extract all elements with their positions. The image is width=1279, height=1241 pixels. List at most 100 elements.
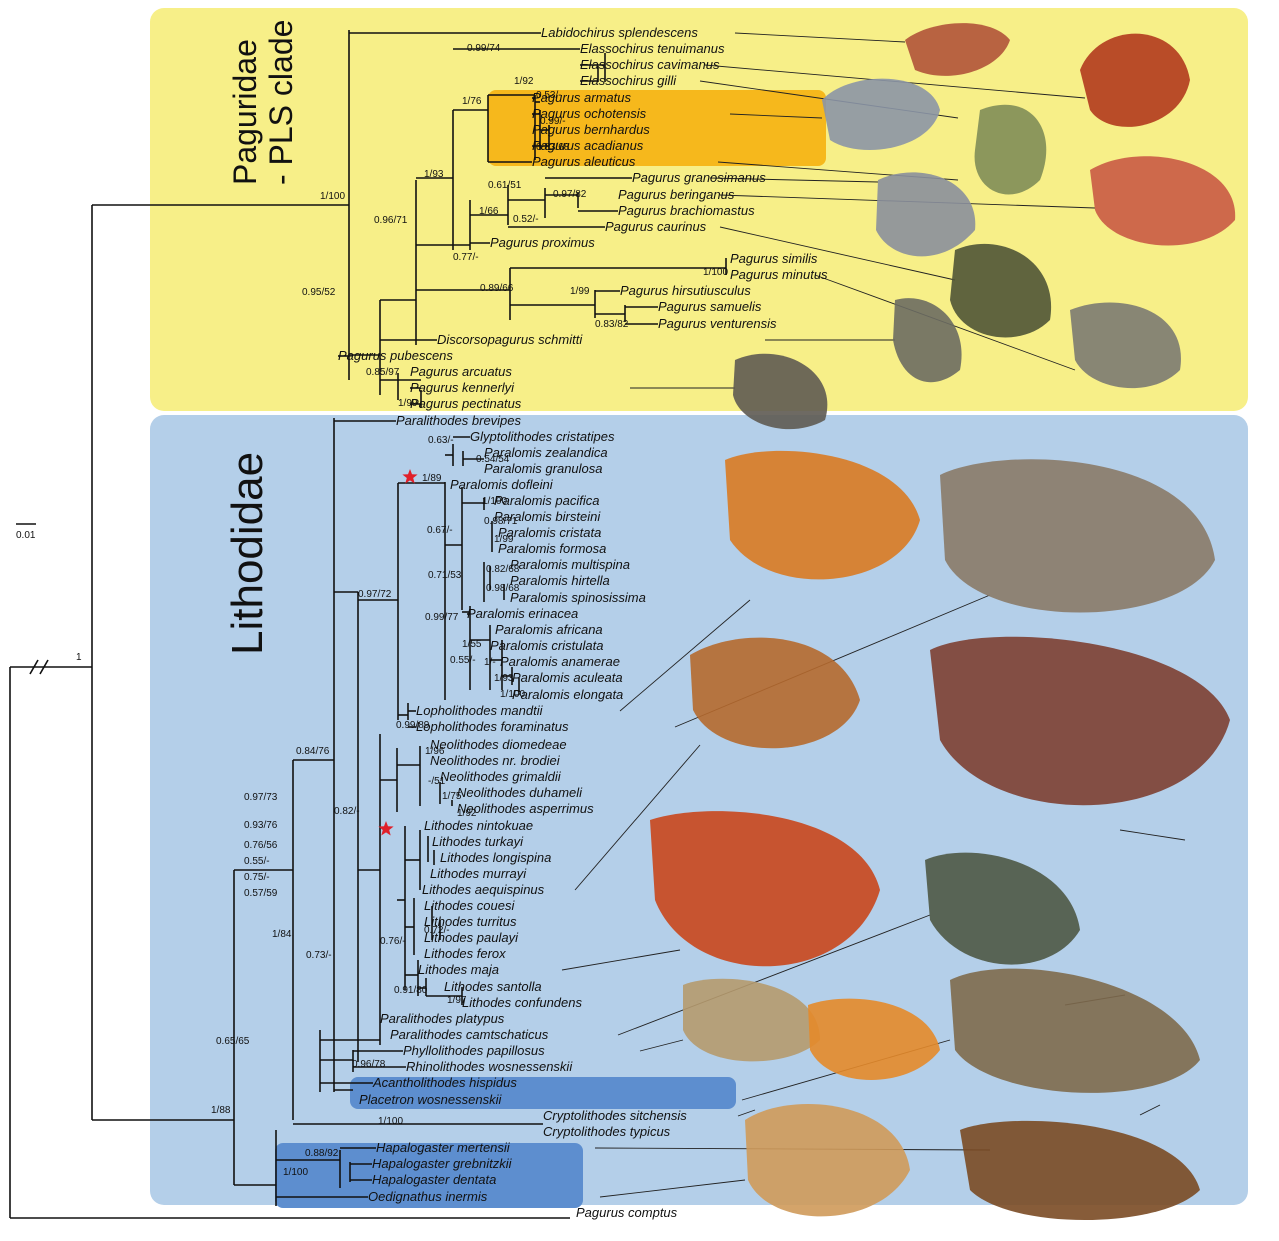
support-value: 0.67/- <box>427 525 453 536</box>
support-value: 0.76/56 <box>244 840 278 851</box>
support-value: 0.54/54 <box>476 454 510 465</box>
taxon-lithodes-nintokuae: Lithodes nintokuae <box>424 818 533 833</box>
taxon-pagurus-caurinus: Pagurus caurinus <box>605 219 707 234</box>
taxon-paralomis-elongata: Paralomis elongata <box>512 687 623 702</box>
taxon-lithodes-paulayi: Lithodes paulayi <box>424 930 519 945</box>
specimen-photos <box>650 23 1236 1220</box>
support-value: 1/100 <box>283 1167 308 1178</box>
scale-bar-label: 0.01 <box>16 530 36 541</box>
taxon-pagurus-pubescens: Pagurus pubescens <box>338 348 453 363</box>
root-break-mark <box>39 659 49 675</box>
support-value: 0.97/82 <box>553 189 587 200</box>
taxon-phyllolithodes-papillosus: Phyllolithodes papillosus <box>403 1043 545 1058</box>
paralithodes-photo <box>930 636 1230 806</box>
taxon-pagurus-samuelis: Pagurus samuelis <box>658 299 762 314</box>
taxon-paralomis-formosa: Paralomis formosa <box>498 541 606 556</box>
support-value: 1 <box>76 652 82 663</box>
root-break-mark <box>29 659 39 675</box>
support-value: 1/92 <box>514 76 534 87</box>
leader-line <box>617 914 931 1036</box>
support-value: 0.97/72 <box>358 589 392 600</box>
support-value: 1/75 <box>442 791 462 802</box>
leader-line <box>1139 1104 1161 1116</box>
taxon-pagurus-bernhardus: Pagurus bernhardus <box>532 122 650 137</box>
taxon-cryptolithodes-sitchensis: Cryptolithodes sitchensis <box>543 1108 687 1123</box>
support-value: 1/66 <box>479 206 499 217</box>
support-value: 0.55/- <box>244 856 270 867</box>
support-value: 0.88/92 <box>305 1148 339 1159</box>
taxon-lithodes-couesi: Lithodes couesi <box>424 898 515 913</box>
taxon-paralithodes-camtschaticus: Paralithodes camtschaticus <box>390 1027 549 1042</box>
hapalogaster-group-highlight <box>275 1143 583 1208</box>
support-value: 0.63/- <box>428 435 454 446</box>
elassochirus-photo <box>1080 33 1190 127</box>
taxon-labidochirus-splendescens: Labidochirus splendescens <box>541 25 698 40</box>
taxon-pagurus-minutus: Pagurus minutus <box>730 267 828 282</box>
support-value: 1/92 <box>457 808 477 819</box>
taxon-oedignathus-inermis: Oedignathus inermis <box>368 1189 488 1204</box>
taxon-pagurus-aleuticus: Pagurus aleuticus <box>532 154 636 169</box>
support-value: 1/89 <box>422 473 442 484</box>
support-value: 1/99 <box>398 398 418 409</box>
taxon-lithodes-longispina: Lithodes longispina <box>440 850 551 865</box>
support-value: 1/93 <box>494 673 514 684</box>
taxon-hapalogaster-dentata: Hapalogaster dentata <box>372 1172 496 1187</box>
oedignathus-photo <box>745 1104 910 1217</box>
support-value: 1/- <box>484 657 496 668</box>
support-value: 0.75/- <box>244 872 270 883</box>
leader-line <box>574 744 701 891</box>
support-value: 0.61/51 <box>488 180 522 191</box>
leader-line <box>639 1039 684 1052</box>
taxon-pagurus-armatus: Pagurus armatus <box>532 90 631 105</box>
pagurus-aleuticus-photo <box>974 104 1047 195</box>
support-value: 0.84/76 <box>296 746 330 757</box>
support-value: 0.82/68 <box>486 564 520 575</box>
support-value: 1/76 <box>462 96 482 107</box>
taxon-neolithodes-nr-brodiei: Neolithodes nr. brodiei <box>430 753 561 768</box>
pagurus-beringanus-photo <box>1090 156 1236 246</box>
support-value: 1/100 <box>320 191 345 202</box>
support-value: 1/88 <box>211 1105 231 1116</box>
taxon-cryptolithodes-typicus: Cryptolithodes typicus <box>543 1124 671 1139</box>
support-value: 0.93/76 <box>244 820 278 831</box>
taxon-paralithodes-brevipes: Paralithodes brevipes <box>396 413 522 428</box>
leader-line <box>737 1109 756 1117</box>
taxon-paralomis-zealandica: Paralomis zealandica <box>484 445 608 460</box>
taxon-pagurus-arcuatus: Pagurus arcuatus <box>410 364 512 379</box>
pagurus-hirsutiusculus-photo <box>1070 302 1181 389</box>
support-value: 0.73/- <box>306 950 332 961</box>
lopholithodes-photo <box>940 459 1215 613</box>
taxon-lithodes-maja: Lithodes maja <box>418 962 499 977</box>
taxon-neolithodes-grimaldii: Neolithodes grimaldii <box>440 769 562 784</box>
taxon-lithodes-confundens: Lithodes confundens <box>462 995 582 1010</box>
pagurus-caurinus-photo <box>950 243 1052 338</box>
taxon-elassochirus-cavimanus: Elassochirus cavimanus <box>580 57 720 72</box>
taxon-pagurus-comptus: Pagurus comptus <box>576 1205 678 1220</box>
support-value: 0.98/68 <box>486 583 520 594</box>
red-star-marker <box>378 821 394 836</box>
leader-line <box>729 113 823 119</box>
taxon-pagurus-pectinatus: Pagurus pectinatus <box>410 396 522 411</box>
support-value: 0.99/74 <box>467 43 501 54</box>
paralomis-photo <box>725 450 920 580</box>
support-value: 1/97 <box>447 995 467 1006</box>
taxon-pagurus-acadianus: Pagurus acadianus <box>532 138 644 153</box>
taxon-paralomis-granulosa: Paralomis granulosa <box>484 461 603 476</box>
support-value: 0.97/73 <box>244 792 278 803</box>
support-value: 0.72/- <box>424 925 450 936</box>
taxon-lopholithodes-foraminatus: Lopholithodes foraminatus <box>416 719 569 734</box>
taxon-pagurus-kennerlyi: Pagurus kennerlyi <box>410 380 515 395</box>
support-value: 1/93 <box>424 169 444 180</box>
highlight-stars <box>378 469 418 836</box>
paguridae-title: Paguridae <box>227 39 263 185</box>
support-value: 1/84 <box>272 929 292 940</box>
pagurus-kennerlyi-photo <box>733 353 828 430</box>
lithodes-aequispinus-photo <box>690 637 860 749</box>
taxon-paralomis-africana: Paralomis africana <box>495 622 603 637</box>
acantholithodes-group-highlight <box>350 1077 736 1109</box>
taxon-glyptolithodes-cristatipes: Glyptolithodes cristatipes <box>470 429 615 444</box>
support-value: 0.71/53 <box>428 570 462 581</box>
labidochirus-photo <box>905 23 1010 76</box>
